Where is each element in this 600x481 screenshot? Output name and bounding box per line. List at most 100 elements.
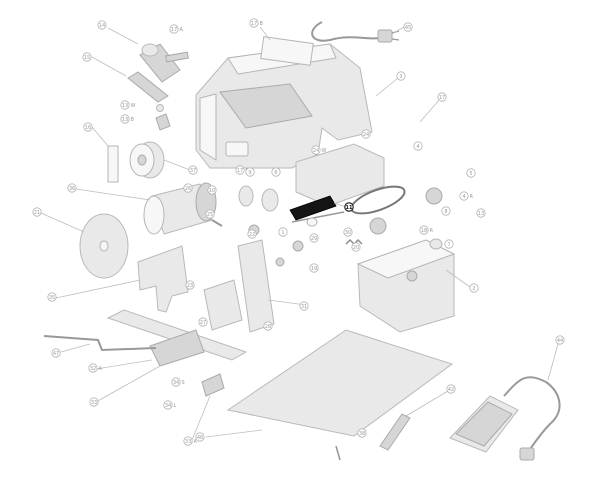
callout-circle	[271, 167, 281, 177]
callout-number: 6	[274, 170, 277, 176]
callout-circle	[357, 428, 367, 438]
callout-circle	[67, 183, 77, 193]
callout-number: 18	[421, 228, 427, 234]
callout-1: 1	[278, 227, 288, 237]
callout-30: 30	[343, 227, 353, 237]
part-washer-7	[429, 238, 443, 250]
callout-suffix: A	[99, 366, 103, 372]
part-knob-34	[201, 373, 225, 397]
callout-circle	[278, 227, 288, 237]
callout-number: 38	[359, 431, 365, 437]
callout-circle	[419, 225, 429, 235]
callout-number: 26	[185, 186, 191, 192]
callout-number: 47	[53, 351, 59, 357]
callout-42: 42	[446, 384, 456, 394]
callout-number: 16	[85, 125, 91, 131]
callout-number: 20	[353, 245, 359, 251]
callout-circle	[83, 122, 93, 132]
callout-circle	[89, 397, 99, 407]
callout-circle	[198, 317, 208, 327]
callout-33: 33	[89, 397, 99, 407]
callout-number: 42	[448, 387, 454, 393]
callout-number: 46	[197, 435, 203, 441]
callout-36: 36	[67, 183, 77, 193]
callout-suffix: A	[180, 27, 184, 33]
callout-number: 31	[301, 304, 307, 310]
leader-lines	[40, 26, 559, 441]
callout-number: 2	[472, 286, 475, 292]
callout-number: 17	[439, 95, 445, 101]
part-rod-47	[43, 335, 157, 352]
callout-number: 1	[281, 230, 284, 236]
callout-number: 33	[91, 400, 97, 406]
callout-circle	[459, 191, 469, 201]
callout-number: 17	[251, 21, 257, 27]
callout-17: 17	[437, 92, 447, 102]
callout-number: 7	[447, 242, 450, 248]
part-disc-9	[238, 185, 254, 207]
callout-27: 27	[198, 317, 208, 327]
callout-circle	[195, 432, 205, 442]
callout-circle	[299, 301, 309, 311]
callout-number: 8	[444, 209, 447, 215]
part-power-cord	[311, 21, 400, 43]
callout-circle	[207, 185, 217, 195]
part-shaft-11	[289, 195, 345, 227]
callout-5: 5	[466, 168, 476, 178]
part-washer-13w	[156, 104, 164, 112]
callout-layer: 1417A17B4515313W13B1716243717C24W4536961…	[32, 18, 565, 446]
callout-circle	[188, 165, 198, 175]
callout-21: 21	[32, 207, 42, 217]
callout-circle	[249, 18, 259, 28]
part-shaft-15	[127, 71, 169, 103]
callout-20: 20	[351, 242, 361, 252]
callout-4: 4	[413, 141, 423, 151]
callout-3: 3	[396, 71, 406, 81]
callout-number: 15	[84, 55, 90, 61]
callout-circle	[88, 363, 98, 373]
callout-13: 13	[476, 208, 486, 218]
callout-38: 38	[357, 428, 367, 438]
callout-46: 46	[195, 432, 205, 442]
part-tool-42	[379, 413, 411, 451]
callout-circle	[82, 52, 92, 62]
callout-number: 4	[462, 194, 465, 200]
part-plate-17a	[165, 51, 189, 63]
callout-number: 45	[405, 25, 411, 31]
callout-suffix: W	[322, 148, 327, 154]
callout-suffix: B	[131, 117, 135, 123]
callout-15: 15	[82, 52, 92, 62]
callout-number: 4	[416, 144, 419, 150]
callout-circle	[309, 263, 319, 273]
callout-circle	[263, 321, 273, 331]
callout-11: 11	[344, 202, 354, 212]
callout-circle	[183, 436, 193, 446]
callout-number: 22	[249, 232, 255, 238]
callout-22: 22	[247, 229, 257, 239]
callout-number: 24	[363, 132, 369, 138]
part-bracket-35	[137, 245, 189, 313]
callout-number: 19	[311, 266, 317, 272]
callout-number: 11	[346, 205, 353, 211]
callout-circle	[344, 202, 354, 212]
callout-14: 14	[97, 20, 107, 30]
callout-circle	[413, 141, 423, 151]
callout-circle	[120, 114, 130, 124]
callout-suffix: R	[470, 194, 474, 200]
callout-number: 34	[173, 380, 179, 386]
callout-number: 17	[171, 27, 177, 33]
callout-37: 37	[188, 165, 198, 175]
part-bracket-24	[295, 143, 385, 207]
callout-number: 13	[478, 211, 484, 217]
callout-9: 9	[245, 167, 255, 177]
part-nut-19	[275, 257, 285, 267]
part-base-plate-1	[226, 329, 454, 437]
callout-number: 32	[90, 366, 96, 372]
